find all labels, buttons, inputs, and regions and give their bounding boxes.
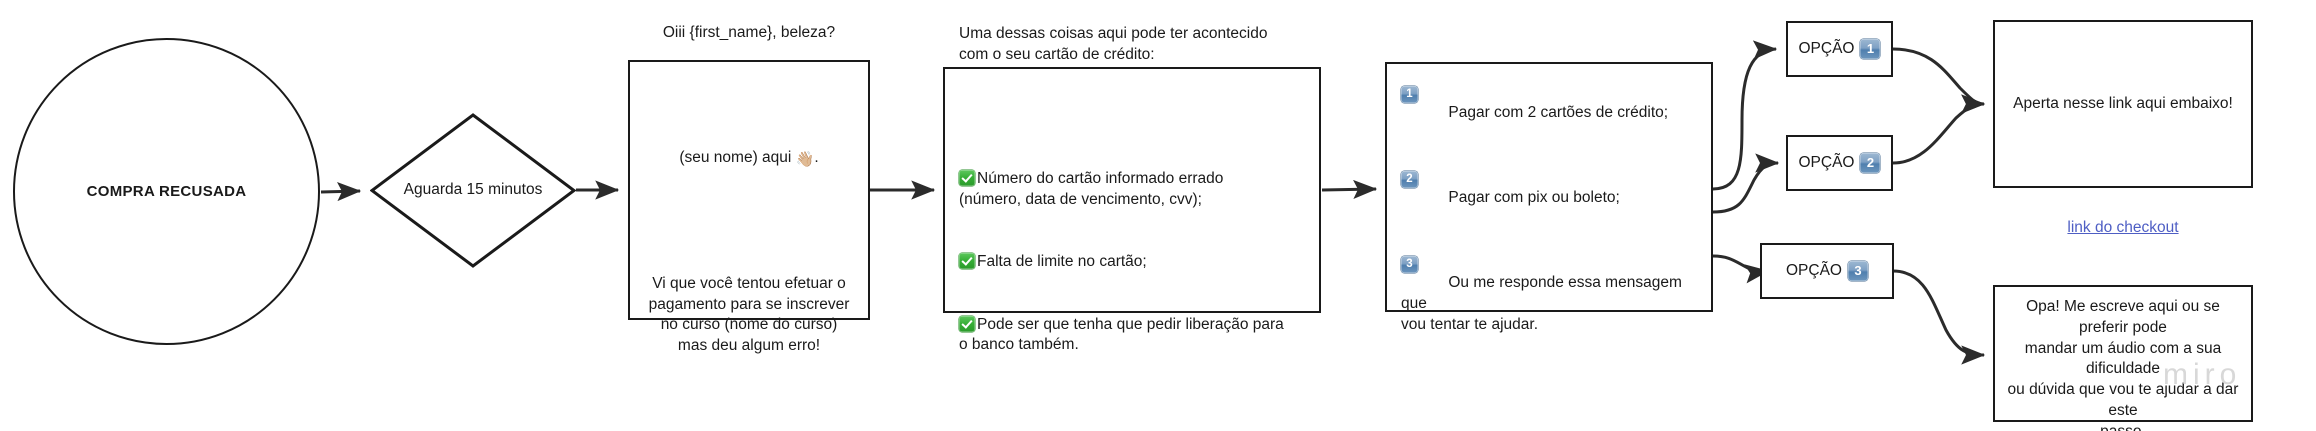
keycap-1-icon: 1: [1860, 39, 1881, 59]
node-opcao-2[interactable]: OPÇÃO 2: [1786, 135, 1893, 191]
solutions-item-1-text: Pagar com 2 cartões de crédito;: [1448, 103, 1669, 121]
greeting-line-2-text: (seu nome) aqui: [679, 148, 796, 166]
edge-solutions-to-option1: [1712, 40, 1778, 191]
reasons-item-1: Número do cartão informado errado (númer…: [959, 169, 1305, 211]
greeting-body: Oiii {first_name}, beleza? (seu nome) aq…: [630, 0, 868, 398]
checkout-line-2: Aperta nesse link aqui embaixo!: [2013, 94, 2233, 112]
node-card-reasons[interactable]: Uma dessas coisas aqui pode ter aconteci…: [943, 25, 1321, 353]
keycap-2-icon: 2: [1860, 153, 1881, 173]
check-mark-button-icon: [959, 170, 975, 187]
reasons-item-3-text: Pode ser que tenha que pedir liberação p…: [959, 315, 1284, 354]
greeting-line-3: Vi que você tentou efetuar o pagamento p…: [648, 274, 850, 355]
reasons-item-1-text: Número do cartão informado errado (númer…: [959, 170, 1224, 208]
node-opcao-3[interactable]: OPÇÃO 3: [1760, 243, 1894, 299]
node-compra-recusada-label: COMPRA RECUSADA: [86, 183, 247, 200]
greeting-line-2-period: .: [814, 148, 819, 166]
reasons-item-3: Pode ser que tenha que pedir liberação p…: [959, 315, 1305, 357]
solutions-item-3: 3 Ou me responde essa mensagem que vou t…: [1401, 250, 1697, 335]
greeting-line-1: Oiii {first_name}, beleza?: [662, 24, 836, 42]
keycap-3-icon: 3: [1847, 261, 1868, 281]
edge-option2-to-checkout: [1892, 94, 1986, 165]
check-mark-button-icon: [959, 315, 975, 332]
reasons-item-2-text: Falta de limite no cartão;: [977, 253, 1147, 271]
edge-solutions-to-option2: [1712, 153, 1780, 214]
checkout-link[interactable]: link do checkout: [2067, 219, 2179, 237]
keycap-1-icon: 1: [1401, 85, 1418, 103]
edge-option3-to-support: [1892, 269, 1986, 365]
node-support-message[interactable]: Opa! Me escreve aqui ou se preferir pode…: [1993, 285, 2253, 431]
keycap-2-icon: 2: [1401, 171, 1418, 189]
keycap-3-icon: 3: [1401, 256, 1418, 274]
checkout-body: Maravilha. Agora faz o seguinte. Aperta …: [1995, 0, 2251, 281]
edge-start-to-wait: [320, 181, 362, 202]
diamond-shape-icon: [370, 113, 576, 268]
waving-hand-icon: 👋🏼: [795, 150, 815, 168]
node-opcao-3-label: OPÇÃO: [1786, 262, 1842, 279]
check-mark-button-icon: [959, 253, 975, 270]
node-aguarda-15-minutos[interactable]: Aguarda 15 minutos: [370, 113, 576, 268]
node-aguarda-15-minutos-label: Aguarda 15 minutos: [403, 181, 543, 199]
reasons-body: Uma dessas coisas aqui pode ter aconteci…: [945, 0, 1319, 398]
node-checkout-message[interactable]: Maravilha. Agora faz o seguinte. Aperta …: [1993, 20, 2253, 236]
node-greeting-message[interactable]: Oiii {first_name}, beleza? (seu nome) aq…: [628, 24, 870, 354]
reasons-intro: Uma dessas coisas aqui pode ter aconteci…: [959, 24, 1268, 63]
edge-option1-to-checkout: [1892, 47, 1986, 114]
node-solution-options[interactable]: Caso não seja nenhum desses motivos acim…: [1385, 62, 1713, 333]
solutions-item-3-text: Ou me responde essa mensagem que vou ten…: [1401, 274, 1682, 333]
node-opcao-1-label: OPÇÃO: [1798, 40, 1855, 57]
reasons-item-2: Falta de limite no cartão;: [959, 252, 1305, 273]
edge-reasons-to-solutions: [1321, 179, 1378, 200]
miro-watermark: miro: [2163, 358, 2242, 391]
support-body: Opa! Me escreve aqui ou se preferir pode…: [2007, 298, 2239, 431]
solutions-body: Caso não seja nenhum desses motivos acim…: [1387, 0, 1711, 431]
node-compra-recusada[interactable]: COMPRA RECUSADA: [13, 38, 320, 345]
greeting-line-2: (seu nome) aqui 👋🏼.: [642, 148, 856, 170]
solutions-item-1: 1 Pagar com 2 cartões de crédito;: [1401, 80, 1697, 124]
node-opcao-2-label: OPÇÃO: [1798, 154, 1855, 171]
node-opcao-1[interactable]: OPÇÃO 1: [1786, 21, 1893, 77]
solutions-item-2: 2 Pagar com pix ou boleto;: [1401, 165, 1697, 209]
solutions-item-2-text: Pagar com pix ou boleto;: [1448, 189, 1620, 207]
